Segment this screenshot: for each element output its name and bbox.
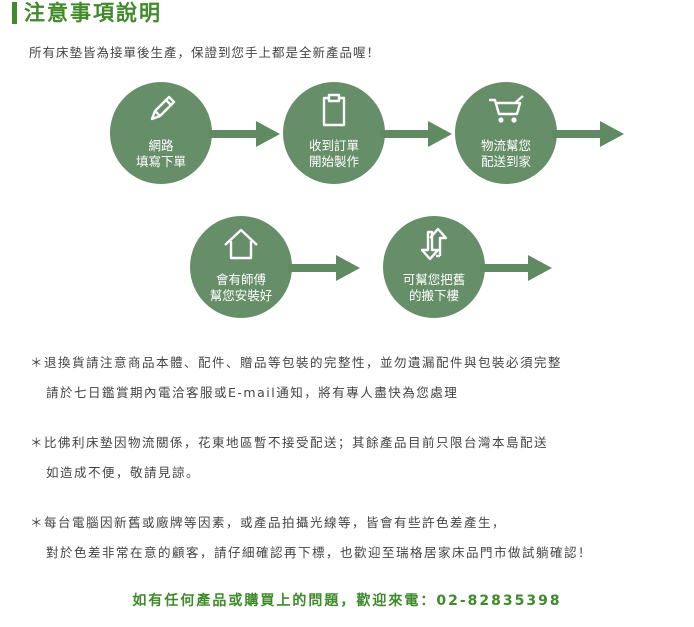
up-down-arrows-icon bbox=[420, 227, 448, 261]
step-online-order: 網路 填寫下單 bbox=[110, 82, 212, 184]
note-line: 請於七日鑑賞期內電洽客服或E-mail通知，將有專人盡快為您處理 bbox=[46, 385, 459, 400]
note-line: 對於色差非常在意的顧客，請仔細確認再下標，也歡迎至瑞格居家床品門市做試躺確認！ bbox=[46, 545, 593, 560]
arrow-right-icon bbox=[480, 255, 552, 281]
arrow-right-icon bbox=[380, 121, 452, 147]
note-delivery-area: ＊比佛利床墊因物流關係，花東地區暫不接受配送；其餘產品目前只限台灣本島配送 如造… bbox=[30, 428, 548, 488]
step-label: 物流幫您 配送到家 bbox=[480, 138, 531, 169]
note-line: ＊每台電腦因新舊或廠牌等因素，或產品拍攝光線等，皆會有些許色差產生， bbox=[30, 515, 507, 530]
title-accent-bar bbox=[12, 2, 17, 24]
clipboard-icon bbox=[322, 93, 346, 127]
contact-line: 如有任何產品或購買上的問題，歡迎來電：02-82835398 bbox=[132, 593, 562, 609]
note-line: ＊退換貨請注意商品本體、配件、贈品等包裝的完整性，並勿遺漏配件與包裝必須完整 bbox=[30, 355, 563, 370]
home-icon bbox=[224, 228, 258, 260]
cart-icon bbox=[489, 95, 524, 123]
step-label: 可幫您把舊 的搬下樓 bbox=[402, 272, 466, 303]
note-returns: ＊退換貨請注意商品本體、配件、贈品等包裝的完整性，並勿遺漏配件與包裝必須完整 請… bbox=[30, 348, 562, 408]
note-line: 如造成不便，敬請見諒。 bbox=[46, 465, 201, 480]
step-label: 網路 填寫下單 bbox=[135, 138, 186, 169]
step-order-received: 收到訂單 開始製作 bbox=[283, 82, 385, 184]
page-title: 注意事項說明 bbox=[24, 1, 162, 25]
pencil-icon bbox=[150, 95, 176, 121]
step-installation: 會有師傅 幫您安裝好 bbox=[190, 216, 292, 318]
step-delivery: 物流幫您 配送到家 bbox=[455, 82, 557, 184]
step-label: 會有師傅 幫您安裝好 bbox=[209, 272, 273, 303]
arrow-right-icon bbox=[552, 121, 624, 147]
page-subtitle: 所有床墊皆為接單後生產，保證到您手上都是全新產品喔！ bbox=[29, 45, 381, 60]
arrow-right-icon bbox=[288, 255, 360, 281]
arrow-right-icon bbox=[208, 121, 280, 147]
note-line: ＊比佛利床墊因物流關係，花東地區暫不接受配送；其餘產品目前只限台灣本島配送 bbox=[30, 435, 549, 450]
step-old-removal: 可幫您把舊 的搬下樓 bbox=[383, 216, 485, 318]
note-color-difference: ＊每台電腦因新舊或廠牌等因素，或產品拍攝光線等，皆會有些許色差產生， 對於色差非… bbox=[30, 508, 592, 568]
step-label: 收到訂單 開始製作 bbox=[308, 138, 359, 169]
